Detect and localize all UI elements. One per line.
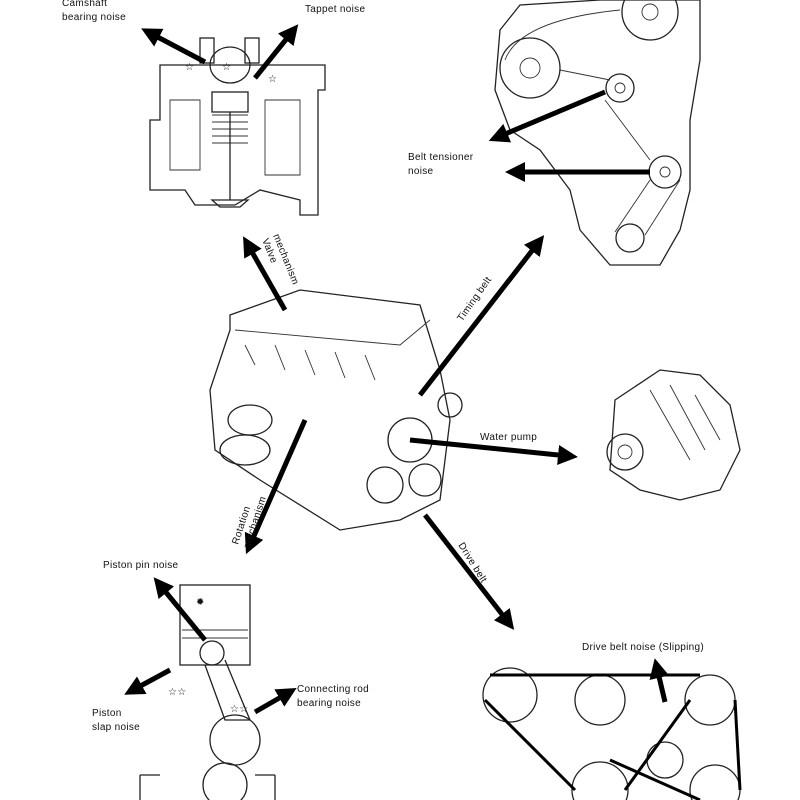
arrow-valve — [243, 236, 288, 312]
arrow-drive-belt — [423, 513, 515, 630]
label-piston-slap-2: slap noise — [92, 722, 140, 733]
drive-belt-drawing — [482, 667, 742, 800]
arrow-timing-belt — [418, 235, 545, 397]
star-icon: ☆ — [222, 62, 231, 73]
label-drive-belt-noise: Drive belt noise (Slipping) — [582, 642, 704, 653]
label-conrod: Connecting rod — [297, 684, 369, 695]
arrow-piston-pin — [153, 577, 207, 642]
impact-icon: ✹ — [196, 597, 205, 608]
engine-drawing — [209, 289, 463, 531]
arrow-rotation — [244, 418, 308, 555]
arrow-camshaft — [141, 28, 207, 65]
label-camshaft-2: bearing noise — [62, 12, 126, 23]
arrow-conrod — [253, 688, 297, 715]
arrows — [124, 24, 670, 715]
arrow-drive-belt-noise — [649, 658, 670, 703]
label-tensioner-2: noise — [408, 166, 434, 177]
arrow-tensioner-1 — [488, 89, 606, 143]
star-icon: ☆☆ — [168, 687, 187, 698]
cylinder-head-drawing: ☆ ☆ ☆ — [149, 37, 326, 216]
label-conrod-2: bearing noise — [297, 698, 361, 709]
timing-belt-drawing — [494, 0, 701, 266]
arrow-water-pump — [409, 437, 578, 465]
arrow-piston-slap — [124, 667, 172, 695]
label-water-pump: Water pump — [480, 432, 537, 443]
label-timing-belt: Timing belt — [455, 275, 494, 324]
water-pump-drawing — [606, 369, 741, 501]
star-icon: ☆ — [268, 74, 277, 85]
label-piston-pin: Piston pin noise — [103, 560, 179, 571]
label-piston-slap: Piston — [92, 708, 122, 719]
label-camshaft: Camshaft — [62, 0, 107, 9]
star-icon: ☆☆ — [230, 704, 249, 715]
piston-drawing: ✹ ☆☆ ☆☆ — [139, 584, 276, 800]
star-icon: ☆ — [185, 62, 194, 73]
label-tappet: Tappet noise — [305, 4, 365, 15]
label-tensioner: Belt tensioner — [408, 152, 474, 163]
arrow-tappet — [253, 24, 299, 80]
